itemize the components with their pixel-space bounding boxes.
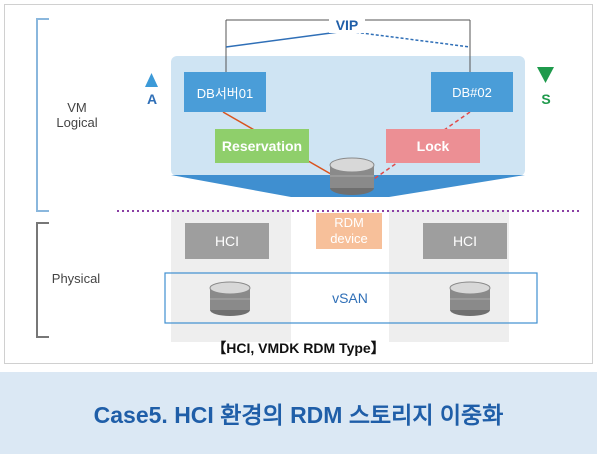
vip-label: VIP: [329, 17, 365, 33]
physical-label: Physical: [51, 271, 101, 286]
vm-label: VM: [67, 100, 87, 115]
vip-active-line: [225, 30, 347, 48]
logical-label: Logical: [56, 115, 98, 130]
vip-standby-line: [345, 30, 471, 48]
rdm-label: RDM: [334, 215, 364, 230]
lock-box: Lock: [386, 129, 480, 163]
device-label: device: [330, 231, 368, 246]
caption-title: Case5. HCI 환경의 RDM 스토리지 이중화: [93, 402, 504, 428]
active-label: A: [146, 91, 158, 107]
diagram-frame: VIP VM Logical Physical A S DB서버01 DB#02…: [4, 4, 593, 364]
vm-logical-label: VM Logical: [47, 100, 107, 130]
caption-banner: Case5. HCI 환경의 RDM 스토리지 이중화: [0, 372, 597, 454]
rdm-device-box: RDM device: [316, 213, 382, 249]
vsan-label: vSAN: [332, 290, 368, 306]
vsan-disk-left-icon: [209, 281, 251, 316]
reservation-box: Reservation: [215, 129, 309, 163]
hci-left-box: HCI: [185, 223, 269, 259]
vsan-outline: [164, 272, 538, 324]
vsan-disk-right-icon: [449, 281, 491, 316]
standby-label: S: [541, 91, 551, 107]
lock-line: [370, 111, 471, 182]
db-server-02: DB#02: [431, 72, 513, 112]
standby-arrow-icon: [537, 67, 554, 83]
vm-bracket: [36, 18, 49, 212]
shared-disk-icon: [329, 157, 375, 195]
diagram-canvas: [36, 18, 579, 342]
hci-right-box: HCI: [423, 223, 507, 259]
physical-bracket: [36, 222, 49, 338]
db-server-01: DB서버01: [184, 72, 266, 112]
diagram-subtitle: 【HCI, VMDK RDM Type】: [212, 340, 385, 356]
active-arrow-icon: [145, 73, 158, 87]
